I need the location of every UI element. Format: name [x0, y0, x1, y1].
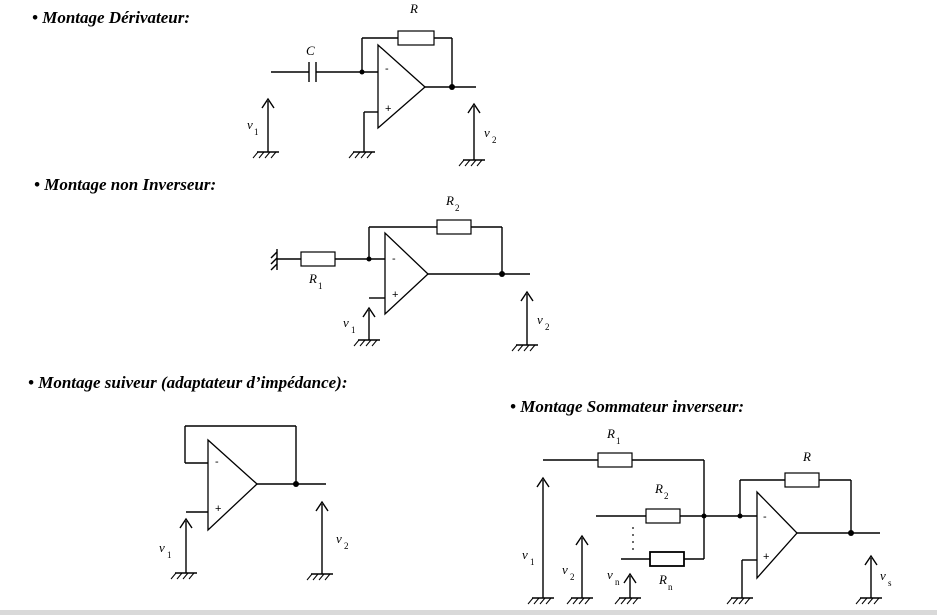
svg-text:+: + [215, 503, 221, 515]
svg-text:1: 1 [318, 281, 323, 291]
circuit-sommateur: - + R 1 R 2 R n R v 1 v 2 v n v s [522, 426, 892, 605]
label-v2: v [537, 312, 543, 327]
title-non-inverseur: • Montage non Inverseur: [34, 175, 217, 194]
title-sommateur: • Montage Sommateur inverseur: [510, 397, 745, 416]
svg-text:1: 1 [167, 550, 172, 560]
circuit-suiveur: - + v 1 v 2 [159, 425, 349, 581]
resistor-r1 [597, 452, 633, 468]
resistor-r [784, 472, 820, 488]
svg-text:-: - [385, 63, 389, 75]
label-v2: v [484, 125, 490, 140]
label-r1: R [308, 271, 317, 286]
svg-text:+: + [392, 289, 398, 301]
svg-text:-: - [763, 511, 767, 523]
svg-text:n: n [615, 577, 620, 587]
label-vn: v [607, 567, 613, 582]
resistor-r2 [436, 219, 472, 235]
svg-text:s: s [888, 578, 892, 588]
label-resistor: R [409, 1, 418, 16]
label-r2: R [445, 193, 454, 208]
opamp-derivateur [377, 43, 426, 130]
svg-text:1: 1 [351, 325, 356, 335]
label-rn: R [658, 572, 667, 587]
svg-text:1: 1 [616, 436, 621, 446]
svg-text:2: 2 [664, 491, 669, 501]
svg-text:1: 1 [530, 557, 535, 567]
svg-text:2: 2 [344, 541, 349, 551]
resistor-rn [649, 551, 685, 567]
resistor-r2 [645, 508, 681, 524]
resistor-r [397, 30, 435, 46]
opamp-suiveur [207, 438, 258, 532]
opamp-sommateur [756, 490, 798, 580]
resistor-r1 [300, 251, 336, 267]
label-rf: R [802, 449, 811, 464]
svg-text:2: 2 [455, 203, 460, 213]
svg-text:n: n [668, 582, 673, 592]
svg-text:-: - [392, 253, 396, 265]
svg-text:+: + [763, 551, 769, 563]
svg-text:+: + [385, 103, 391, 115]
label-v2: v [562, 562, 568, 577]
circuit-derivateur: - + C R v 1 v 2 [247, 1, 497, 167]
label-vs: v [880, 568, 886, 583]
label-v1: v [247, 117, 253, 132]
label-v2: v [336, 531, 342, 546]
bottom-divider [0, 610, 937, 615]
svg-text:-: - [215, 456, 219, 468]
svg-text:2: 2 [545, 322, 550, 332]
svg-text:2: 2 [570, 572, 575, 582]
label-v1: v [522, 547, 528, 562]
label-capacitor: C [306, 43, 315, 58]
svg-text:1: 1 [254, 127, 259, 137]
label-r1: R [606, 426, 615, 441]
label-v1: v [159, 540, 165, 555]
svg-text:2: 2 [492, 135, 497, 145]
label-r2: R [654, 481, 663, 496]
title-derivateur: • Montage Dérivateur: [32, 8, 190, 27]
opamp-non-inverseur [384, 231, 429, 316]
title-suiveur: • Montage suiveur (adaptateur d’impédanc… [28, 373, 348, 392]
label-v1: v [343, 315, 349, 330]
circuit-non-inverseur: - + R 2 R 1 v 1 v 2 [270, 193, 550, 352]
